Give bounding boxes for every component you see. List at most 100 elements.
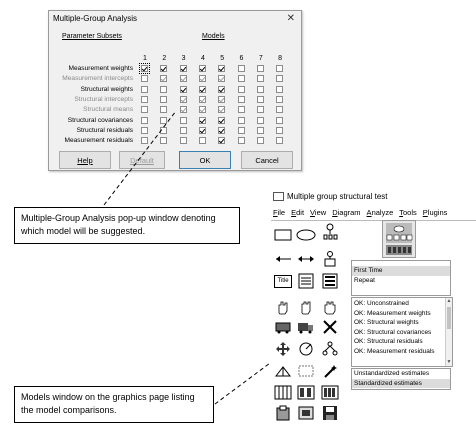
calculate-icon[interactable] xyxy=(319,383,341,401)
select-hand-icon[interactable] xyxy=(272,298,294,316)
model-checkbox[interactable] xyxy=(218,137,226,145)
model-checkbox[interactable] xyxy=(237,137,245,145)
cancel-button[interactable]: Cancel xyxy=(241,151,293,169)
model-checkbox[interactable] xyxy=(218,65,226,72)
model-checkbox[interactable] xyxy=(218,126,226,134)
model-checkbox[interactable] xyxy=(198,116,206,124)
menu-file[interactable]: File xyxy=(273,208,286,217)
model-checkbox[interactable] xyxy=(276,75,284,83)
text-output-icon[interactable] xyxy=(295,383,317,401)
scroll-up-icon[interactable]: ▲ xyxy=(446,298,452,304)
menu-edit[interactable]: Edit xyxy=(291,208,305,217)
model-checkbox[interactable] xyxy=(256,65,264,72)
model-item[interactable]: OK: Structural covariances xyxy=(354,328,432,336)
model-item[interactable]: OK: Unconstrained xyxy=(354,300,409,307)
model-item[interactable]: OK: Measurement residuals xyxy=(354,347,435,355)
model-checkbox[interactable] xyxy=(141,126,148,134)
model-checkbox[interactable] xyxy=(141,85,148,93)
close-icon[interactable]: ✕ xyxy=(286,13,295,24)
menu-view[interactable]: View xyxy=(310,208,327,217)
default-button[interactable]: Default xyxy=(119,151,165,169)
shape-change-icon[interactable] xyxy=(295,340,317,358)
model-checkbox[interactable] xyxy=(237,106,245,114)
save-icon[interactable] xyxy=(319,404,341,422)
print-icon[interactable] xyxy=(295,404,317,422)
model-checkbox[interactable] xyxy=(276,65,284,72)
model-checkbox[interactable] xyxy=(141,116,148,124)
model-checkbox[interactable] xyxy=(160,106,168,114)
model-item[interactable]: OK: Structural weights xyxy=(354,319,419,326)
rotate-icon[interactable] xyxy=(319,340,341,358)
rectangle-icon[interactable] xyxy=(272,226,294,244)
menu-tools[interactable]: Tools xyxy=(399,208,417,217)
model-checkbox[interactable] xyxy=(141,137,148,145)
list-variables-icon[interactable] xyxy=(295,272,317,290)
model-checkbox[interactable] xyxy=(141,106,148,114)
model-checkbox[interactable] xyxy=(237,65,245,72)
model-checkbox[interactable] xyxy=(256,75,264,83)
estimates-item[interactable]: Standardized estimates xyxy=(352,378,450,388)
model-checkbox[interactable] xyxy=(198,106,206,114)
model-checkbox[interactable] xyxy=(276,95,284,103)
list-objects-icon[interactable] xyxy=(319,272,341,290)
model-checkbox[interactable] xyxy=(237,116,245,124)
model-checkbox[interactable] xyxy=(256,95,264,103)
pencil-fan-icon[interactable] xyxy=(272,362,294,380)
group-item[interactable]: First Time xyxy=(352,266,450,276)
double-arrow-icon[interactable] xyxy=(295,250,317,268)
move-icon[interactable] xyxy=(272,340,294,358)
dashed-box-icon[interactable] xyxy=(295,362,317,380)
path-diagram-thumbnail[interactable] xyxy=(382,220,416,258)
estimates-item[interactable]: Unstandardized estimates xyxy=(354,370,430,377)
model-checkbox[interactable] xyxy=(198,126,206,134)
model-checkbox[interactable] xyxy=(276,137,284,145)
model-checkbox[interactable] xyxy=(179,85,187,93)
model-checkbox[interactable] xyxy=(160,95,168,103)
data-grid-icon[interactable] xyxy=(272,383,294,401)
model-checkbox[interactable] xyxy=(179,126,187,134)
model-checkbox[interactable] xyxy=(198,95,206,103)
model-checkbox[interactable] xyxy=(237,126,245,134)
model-checkbox[interactable] xyxy=(179,95,187,103)
erase-icon[interactable] xyxy=(319,318,341,336)
model-checkbox[interactable] xyxy=(141,95,148,103)
unique-variable-icon[interactable] xyxy=(319,250,341,268)
models-scrollbar[interactable]: ▲ ▼ xyxy=(445,298,452,366)
model-checkbox[interactable] xyxy=(276,116,284,124)
select-all-hand-icon[interactable] xyxy=(295,298,317,316)
model-checkbox[interactable] xyxy=(256,137,264,145)
model-checkbox[interactable] xyxy=(237,75,245,83)
model-checkbox[interactable] xyxy=(198,65,206,72)
indicator-icon[interactable] xyxy=(319,223,341,242)
model-checkbox[interactable] xyxy=(256,116,264,124)
model-checkbox[interactable] xyxy=(237,85,245,93)
deselect-hand-icon[interactable] xyxy=(319,298,341,316)
model-checkbox[interactable] xyxy=(256,126,264,134)
model-checkbox[interactable] xyxy=(256,106,264,114)
magic-wand-icon[interactable] xyxy=(319,362,341,380)
model-checkbox[interactable] xyxy=(179,75,187,83)
model-checkbox[interactable] xyxy=(179,137,187,145)
single-arrow-icon[interactable] xyxy=(272,250,294,268)
model-checkbox[interactable] xyxy=(160,65,168,72)
model-checkbox[interactable] xyxy=(160,116,168,124)
model-checkbox[interactable] xyxy=(256,85,264,93)
clipboard-icon[interactable] xyxy=(272,404,294,422)
model-checkbox[interactable] xyxy=(198,75,206,83)
model-item[interactable]: OK: Structural residuals xyxy=(354,338,423,345)
title-icon[interactable]: Title xyxy=(272,272,294,290)
model-checkbox[interactable] xyxy=(179,65,187,72)
model-checkbox[interactable] xyxy=(218,106,226,114)
model-checkbox[interactable] xyxy=(237,95,245,103)
model-checkbox[interactable] xyxy=(160,137,168,145)
model-checkbox[interactable] xyxy=(141,75,148,83)
model-checkbox[interactable] xyxy=(218,75,226,83)
ok-button[interactable]: OK xyxy=(179,151,231,169)
model-item[interactable]: OK: Measurement weights xyxy=(354,309,431,317)
model-checkbox[interactable] xyxy=(218,95,226,103)
model-checkbox[interactable] xyxy=(276,126,284,134)
menu-analyze[interactable]: Analyze xyxy=(366,208,394,217)
model-checkbox[interactable] xyxy=(160,85,168,93)
model-checkbox[interactable] xyxy=(198,137,206,145)
model-checkbox[interactable] xyxy=(218,116,226,124)
